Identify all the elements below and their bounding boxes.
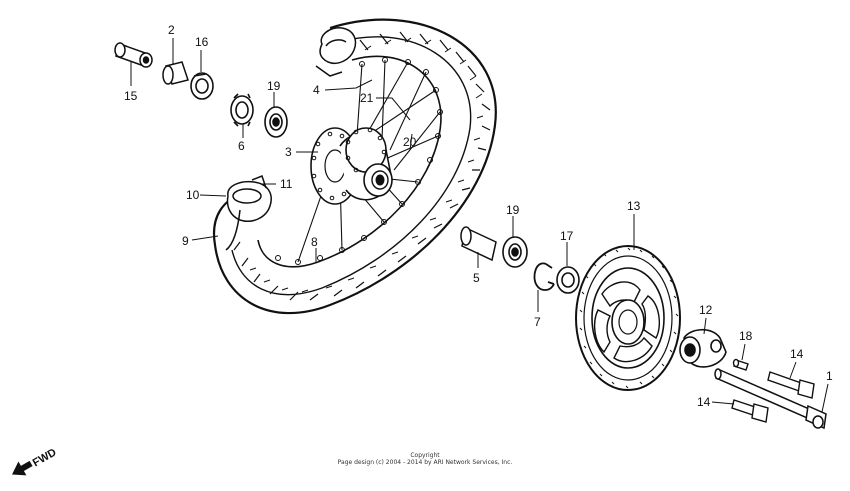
part-circlip-7 [533, 262, 555, 291]
part-bolt-14-upper [767, 371, 815, 399]
callout-6: 6 [238, 139, 245, 153]
callout-7: 7 [534, 315, 541, 329]
tire [212, 18, 497, 315]
tire-section-bottom [225, 175, 272, 251]
leader-lines [130, 38, 829, 413]
callout-21: 21 [360, 91, 374, 105]
callout-19-right: 19 [506, 203, 520, 217]
part-collar-2 [162, 61, 189, 85]
part-brake-disc-13 [575, 245, 681, 391]
copyright-notice: Copyright Page design (c) 2004 - 2014 by… [0, 452, 850, 466]
callout-14-lower: 14 [697, 395, 711, 409]
callout-1: 1 [826, 369, 833, 383]
callout-5: 5 [473, 271, 480, 285]
callout-20: 20 [403, 135, 417, 149]
copyright-line-2: Page design (c) 2004 - 2014 by ARI Netwo… [337, 459, 513, 466]
tire-section-top [315, 27, 357, 77]
callout-15: 15 [124, 89, 138, 103]
forward-arrow-icon: FWD [12, 446, 59, 476]
callout-2: 2 [168, 23, 175, 37]
part-bolt-14-lower [731, 399, 769, 423]
callout-13: 13 [627, 199, 641, 213]
callout-3: 3 [285, 145, 292, 159]
copyright-line-1: Copyright [410, 452, 440, 459]
part-axle-spacer-15 [114, 42, 153, 68]
part-speedometer-gearbox-12 [679, 328, 727, 368]
callout-12: 12 [699, 303, 713, 317]
callout-16: 16 [195, 35, 209, 49]
callout-19-left: 19 [267, 79, 281, 93]
hub [297, 59, 441, 263]
callout-9: 9 [182, 234, 189, 248]
callout-numbers: 2 16 15 19 6 4 21 3 20 10 11 9 8 5 19 17… [124, 23, 833, 409]
part-retainer-6 [230, 93, 254, 127]
callout-8: 8 [311, 235, 318, 249]
callout-4: 4 [313, 83, 320, 97]
part-distance-collar-5 [460, 226, 497, 262]
part-front-axle-1 [714, 368, 827, 430]
callout-11: 11 [280, 177, 293, 191]
callout-14-upper: 14 [790, 347, 804, 361]
callout-10: 10 [186, 188, 200, 202]
part-bearing-19-left [264, 106, 288, 138]
callout-18: 18 [739, 329, 753, 343]
part-dust-seal-16 [190, 72, 214, 100]
part-dust-seal-17 [556, 266, 580, 294]
part-bolt-18 [732, 358, 749, 371]
callout-17: 17 [560, 229, 574, 243]
part-bearing-19-right [502, 236, 528, 268]
